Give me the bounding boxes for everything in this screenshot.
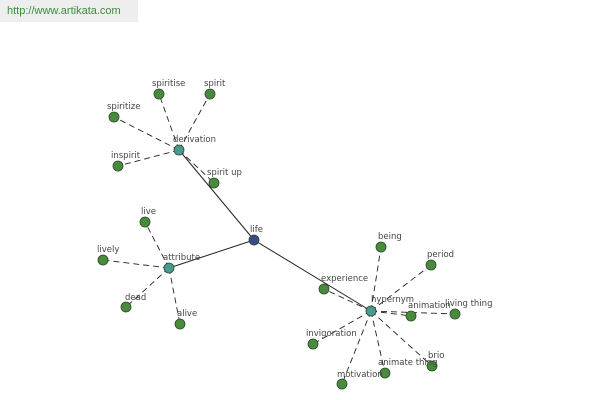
- leaf-node-dead[interactable]: [120, 301, 132, 313]
- leaf-node-invigoration[interactable]: [307, 338, 319, 350]
- leaf-label-spiritize: spiritize: [107, 102, 140, 112]
- leaf-label-being: being: [378, 232, 402, 242]
- graph-labels: spiritise spirit spiritize inspirit spirit u…: [97, 79, 492, 380]
- edge-derivation-inspirit: [117, 149, 180, 167]
- leaf-label-motivation: motivation: [337, 370, 383, 380]
- source-url-banner: http://www.artikata.com: [0, 0, 138, 22]
- edge-derivation-spiritize: [113, 116, 180, 151]
- category-node-attribute[interactable]: [163, 262, 175, 274]
- graph-nodes: [97, 88, 461, 390]
- edge-hypernym-period: [370, 264, 432, 312]
- leaf-node-spirit-up[interactable]: [208, 177, 220, 189]
- category-label-hypernym: hypernym: [371, 295, 414, 305]
- leaf-label-dead: dead: [125, 293, 146, 303]
- leaf-label-lively: lively: [97, 245, 119, 255]
- leaf-label-inspirit: inspirit: [111, 151, 141, 161]
- leaf-label-experience: experience: [321, 274, 368, 284]
- edge-derivation-spirit: [178, 93, 211, 151]
- leaf-node-spirit[interactable]: [204, 88, 216, 100]
- leaf-label-alive: alive: [177, 309, 197, 319]
- leaf-label-brio: brio: [428, 351, 444, 361]
- edge-hypernym-experience: [323, 288, 372, 312]
- graph-edges: [102, 93, 456, 385]
- leaf-node-animate-thing[interactable]: [379, 367, 391, 379]
- edge-hypernym-motivation: [341, 310, 372, 385]
- leaf-node-motivation[interactable]: [336, 378, 348, 390]
- leaf-label-spirit: spirit: [204, 79, 226, 89]
- edge-life-derivation: [178, 149, 255, 241]
- center-label-life: life: [250, 225, 263, 235]
- leaf-node-spiritize[interactable]: [108, 111, 120, 123]
- edge-life-attribute: [168, 239, 255, 269]
- leaf-node-being[interactable]: [375, 241, 387, 253]
- edge-hypernym-animate-thing: [370, 310, 386, 374]
- source-url-text[interactable]: http://www.artikata.com: [7, 5, 121, 17]
- leaf-label-animation: animation: [408, 301, 451, 311]
- edge-hypernym-animation: [370, 310, 412, 317]
- leaf-node-period[interactable]: [425, 259, 437, 271]
- edge-hypernym-brio: [370, 310, 433, 367]
- edge-life-hypernym: [253, 239, 372, 312]
- category-label-derivation: derivation: [173, 135, 216, 145]
- category-label-attribute: attribute: [163, 253, 200, 263]
- edge-hypernym-invigoration: [312, 310, 372, 345]
- leaf-label-spiritise: spiritise: [152, 79, 185, 89]
- leaf-node-lively[interactable]: [97, 254, 109, 266]
- leaf-label-invigoration: invigoration: [306, 329, 357, 339]
- leaf-label-live: live: [141, 207, 156, 217]
- category-node-derivation[interactable]: [173, 144, 185, 156]
- center-node-life[interactable]: [248, 234, 260, 246]
- leaf-label-animate-thing: animate thing: [378, 358, 438, 368]
- leaf-label-living-thing: living thing: [445, 299, 492, 309]
- edge-derivation-spirit-up: [178, 149, 215, 184]
- leaf-node-alive[interactable]: [174, 318, 186, 330]
- leaf-node-living-thing[interactable]: [449, 308, 461, 320]
- leaf-node-animation[interactable]: [405, 310, 417, 322]
- leaf-label-period: period: [427, 250, 454, 260]
- leaf-label-spirit-up: spirit up: [207, 168, 242, 178]
- edge-attribute-lively: [102, 259, 170, 269]
- leaf-node-live[interactable]: [139, 216, 151, 228]
- leaf-node-brio[interactable]: [426, 360, 438, 372]
- leaf-node-inspirit[interactable]: [112, 160, 124, 172]
- leaf-node-spiritise[interactable]: [153, 88, 165, 100]
- category-node-hypernym[interactable]: [365, 305, 377, 317]
- edge-hypernym-being: [370, 246, 382, 312]
- edge-attribute-live: [144, 221, 170, 269]
- leaf-node-experience[interactable]: [318, 283, 330, 295]
